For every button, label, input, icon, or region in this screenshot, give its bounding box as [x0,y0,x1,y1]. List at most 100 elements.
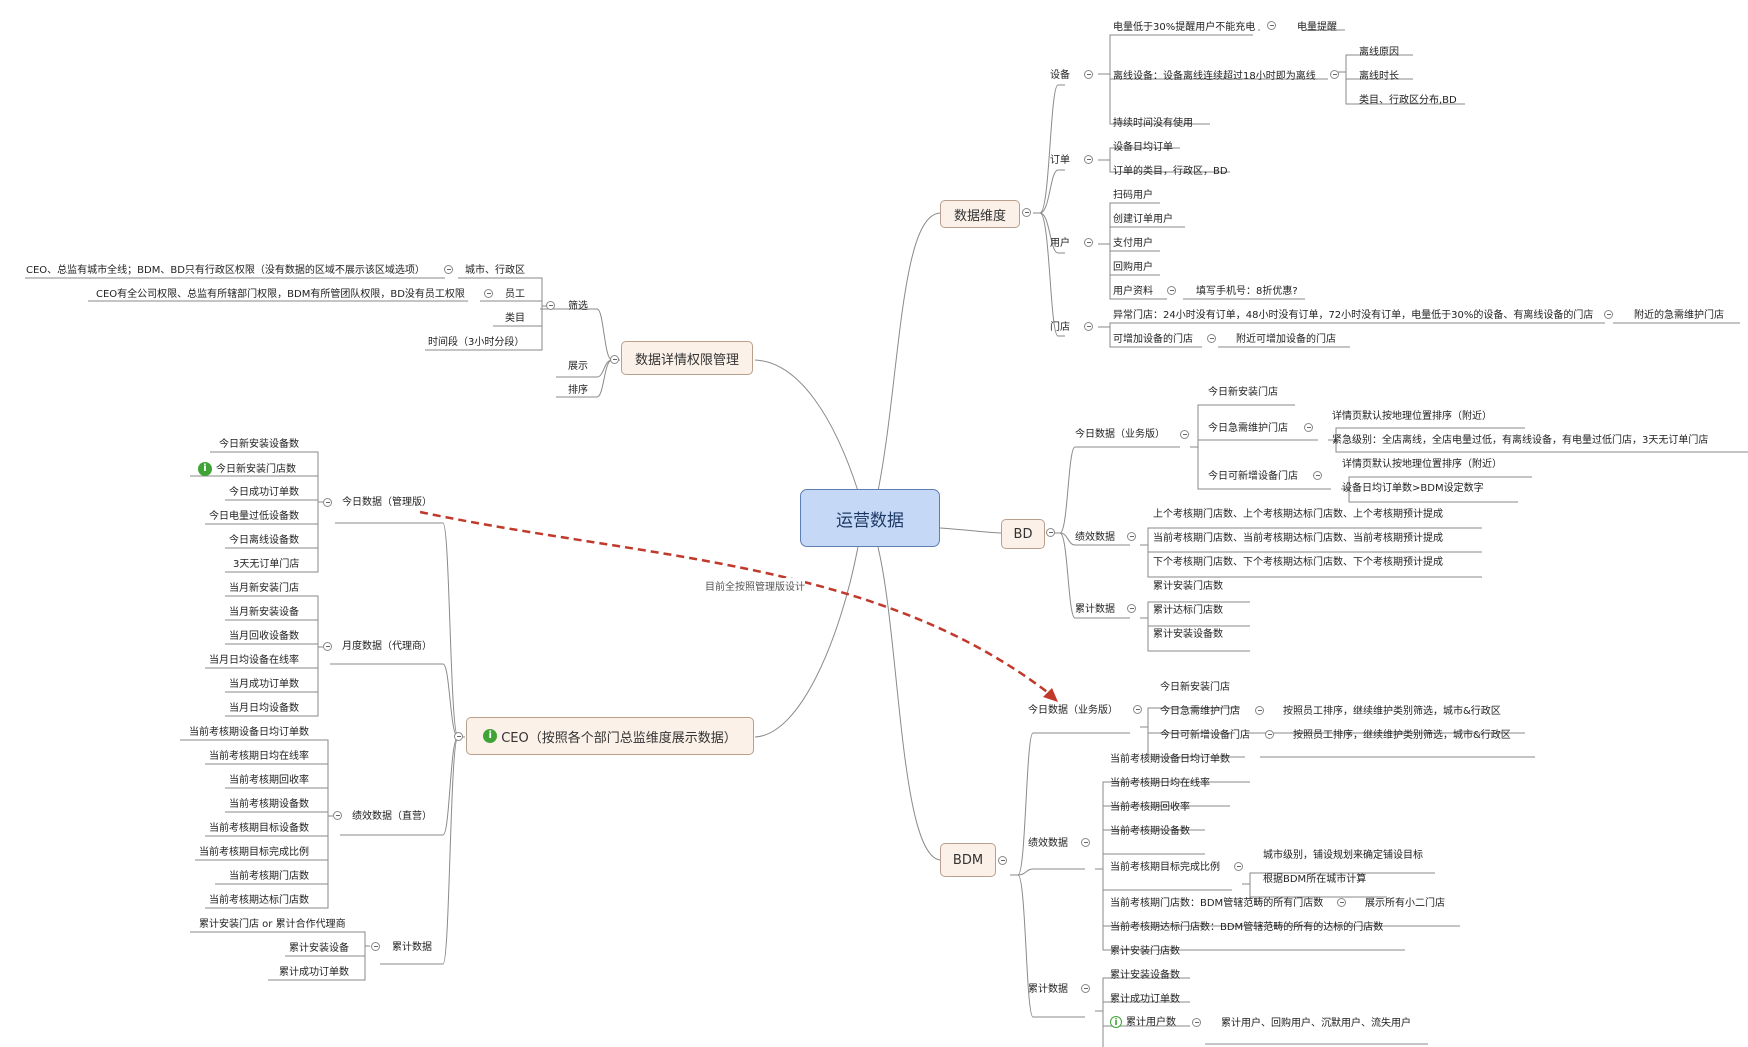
node-ceo-m6[interactable]: 当月日均设备数 [229,703,299,714]
info-icon[interactable]: i [483,729,498,743]
collapse-toggle-icon[interactable] [1267,21,1276,30]
collapse-toggle-icon[interactable] [1133,705,1142,714]
node-bd-t2[interactable]: 今日急需维护门店 [1208,423,1288,434]
node-bdm-acc[interactable]: 累计数据 [1028,984,1068,995]
collapse-toggle-icon[interactable] [323,642,332,651]
collapse-toggle-icon[interactable] [1337,898,1346,907]
node-bd-t3a[interactable]: 详情页默认按地理位置排序（附近） [1342,459,1502,470]
collapse-toggle-icon[interactable] [1081,838,1090,847]
node-ceo-m3[interactable]: 当月回收设备数 [229,631,299,642]
node-bdm-p1[interactable]: 当前考核期设备日均订单数 [1110,754,1230,765]
node-f2a[interactable]: CEO有全公司权限、总监有所辖部门权限，BDM有所管团队权限，BD没有员工权限 [96,289,465,300]
relation-label[interactable]: 目前全按照管理版设计 [705,578,805,593]
node-s2a[interactable]: 附近可增加设备的门店 [1236,334,1336,345]
node-bd-t2b[interactable]: 紧急级别：全店离线，全店电量过低，有离线设备，有电量过低门店，3天无订单门店 [1332,435,1709,446]
node-u5a[interactable]: 填写手机号：8折优惠? [1196,286,1298,297]
node-d2c[interactable]: 类目、行政区分布,BD [1359,95,1457,106]
node-bd-p1[interactable]: 上个考核期门店数、上个考核期达标门店数、上个考核期预计提成 [1153,509,1443,520]
node-bdm-p6[interactable]: 当前考核期门店数：BDM管辖范畴的所有门店数 [1110,898,1324,909]
collapse-toggle-icon[interactable] [546,301,555,310]
node-ceo-today[interactable]: 今日数据（管理版） [342,497,432,508]
node-bd-t2a[interactable]: 详情页默认按地理位置排序（附近） [1332,411,1492,422]
collapse-toggle-icon[interactable] [1084,322,1093,331]
node-bdm-t2[interactable]: 今日急需维护门店 [1160,706,1240,717]
node-bdm-t1[interactable]: 今日新安装门店 [1160,682,1230,693]
collapse-toggle-icon[interactable] [1180,430,1189,439]
node-order[interactable]: 订单 [1050,155,1070,166]
node-device[interactable]: 设备 [1050,70,1070,81]
node-user[interactable]: 用户 [1050,238,1070,249]
collapse-toggle-icon[interactable] [484,289,493,298]
collapse-toggle-icon[interactable] [1084,155,1093,164]
collapse-toggle-icon[interactable] [1046,528,1055,537]
node-f3[interactable]: 类目 [505,313,525,324]
node-bdm-p6a[interactable]: 展示所有小二门店 [1365,898,1445,909]
node-ceo-p5[interactable]: 当前考核期目标设备数 [209,823,309,834]
node-ceo-a3[interactable]: 累计成功订单数 [279,967,349,978]
collapse-toggle-icon[interactable] [1255,706,1264,715]
node-s1a[interactable]: 附近的急需维护门店 [1634,310,1724,321]
collapse-toggle-icon[interactable] [998,856,1007,865]
node-u3[interactable]: 支付用户 [1113,238,1153,249]
node-f4[interactable]: 时间段（3小时分段） [428,337,525,348]
node-ceo-p3[interactable]: 当前考核期回收率 [229,775,309,786]
node-bdm-p4[interactable]: 当前考核期设备数 [1110,826,1190,837]
node-ceo-m2[interactable]: 当月新安装设备 [229,607,299,618]
collapse-toggle-icon[interactable] [1207,334,1216,343]
collapse-toggle-icon[interactable] [1265,730,1274,739]
node-ceo-p1[interactable]: 当前考核期设备日均订单数 [189,727,309,738]
node-ceo-t6[interactable]: 3天无订单门店 [233,559,300,570]
node-bd-a3[interactable]: 累计安装设备数 [1153,629,1223,640]
node-filter[interactable]: 筛选 [568,301,588,312]
node-s2[interactable]: 可增加设备的门店 [1113,334,1193,345]
collapse-toggle-icon[interactable] [1022,208,1031,217]
node-bd-a2[interactable]: 累计达标门店数 [1153,605,1223,616]
node-bdm-p3[interactable]: 当前考核期回收率 [1110,802,1190,813]
node-bdm-t3a[interactable]: 按照员工排序，继续维护类别筛选，城市&行政区 [1293,730,1511,741]
node-bdm-p5a[interactable]: 城市级别，铺设规划来确定铺设目标 [1263,850,1423,861]
node-bdm-t2a[interactable]: 按照员工排序，继续维护类别筛选，城市&行政区 [1283,706,1501,717]
node-o2[interactable]: 订单的类目，行政区，BD [1113,166,1228,177]
node-ceo-p2[interactable]: 当前考核期日均在线率 [209,751,309,762]
collapse-toggle-icon[interactable] [1313,471,1322,480]
node-bd-perf[interactable]: 绩效数据 [1075,532,1115,543]
node-bdm-p5b[interactable]: 根据BDM所在城市计算 [1263,874,1367,885]
node-d1a[interactable]: 电量提醒 [1297,22,1337,33]
node-ceo-t3[interactable]: 今日成功订单数 [229,487,299,498]
node-bdm-p7[interactable]: 当前考核期达标门店数：BDM管辖范畴的所有的达标的门店数 [1110,922,1384,933]
node-bdm-t3[interactable]: 今日可新增设备门店 [1160,730,1250,741]
node-d2[interactable]: 离线设备：设备离线连续超过18小时即为离线 [1113,71,1316,82]
node-ceo-p6[interactable]: 当前考核期目标完成比例 [199,847,309,858]
node-bdm-a4a[interactable]: 累计用户、回购用户、沉默用户、流失用户 [1221,1018,1411,1029]
node-store[interactable]: 门店 [1050,322,1070,333]
node-show[interactable]: 展示 [568,361,588,372]
node-sort[interactable]: 排序 [568,385,588,396]
node-f1[interactable]: 城市、行政区 [465,265,525,276]
collapse-toggle-icon[interactable] [1192,1018,1201,1027]
collapse-toggle-icon[interactable] [1304,423,1313,432]
node-bdm-today[interactable]: 今日数据（业务版） [1028,705,1118,716]
node-bd-a1[interactable]: 累计安装门店数 [1153,581,1223,592]
node-bd-p2[interactable]: 当前考核期门店数、当前考核期达标门店数、当前考核期预计提成 [1153,533,1443,544]
collapse-toggle-icon[interactable] [371,942,380,951]
branch-permission[interactable]: 数据详情权限管理 [621,341,753,375]
collapse-toggle-icon[interactable] [610,355,619,364]
collapse-toggle-icon[interactable] [1330,70,1339,79]
collapse-toggle-icon[interactable] [1604,310,1613,319]
node-bdm-p5[interactable]: 当前考核期目标完成比例 [1110,862,1220,873]
node-d3[interactable]: 持续时间没有使用 [1113,118,1193,129]
info-icon[interactable]: i [198,462,212,476]
node-bdm-p2[interactable]: 当前考核期日均在线率 [1110,778,1210,789]
node-s1[interactable]: 异常门店：24小时没有订单，48小时没有订单，72小时没有订单，电量低于30%的… [1113,310,1594,321]
root-topic[interactable]: 运营数据 [800,489,940,547]
node-ceo-m4[interactable]: 当月日均设备在线率 [209,655,299,666]
node-ceo-p7[interactable]: 当前考核期门店数 [229,871,309,882]
collapse-toggle-icon[interactable] [444,265,453,274]
node-bdm-a3[interactable]: 累计成功订单数 [1110,994,1180,1005]
node-ceo-t4[interactable]: 今日电量过低设备数 [209,511,299,522]
branch-ceo[interactable]: i CEO（按照各个部门总监维度展示数据） [466,717,754,755]
collapse-toggle-icon[interactable] [333,811,342,820]
collapse-toggle-icon[interactable] [1167,286,1176,295]
branch-bd[interactable]: BD [1001,519,1045,549]
node-d1[interactable]: 电量低于30%提醒用户不能充电 [1113,22,1256,33]
